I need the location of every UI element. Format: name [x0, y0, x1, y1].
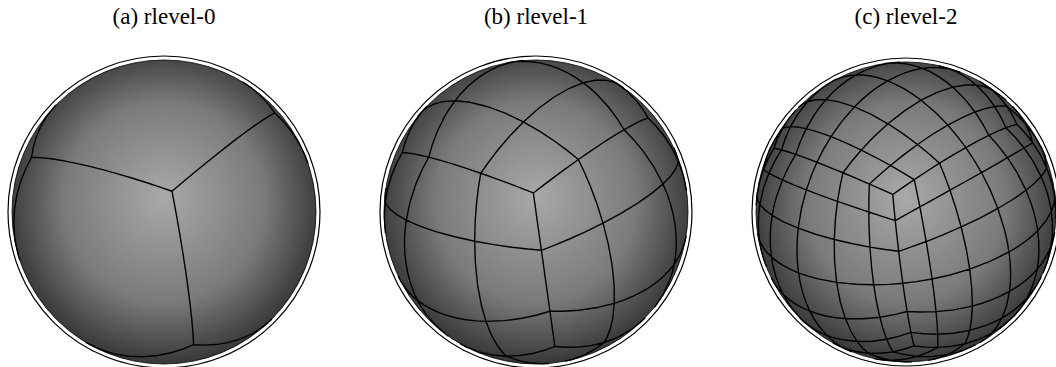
sphere-body: [384, 60, 688, 364]
sphere-outline: [8, 56, 320, 367]
sphere-body: [756, 62, 1056, 362]
sphere-body: [12, 60, 316, 364]
cubed-sphere: [8, 56, 320, 367]
sphere-outline: [752, 58, 1056, 366]
sphere-outline: [380, 56, 692, 367]
cubed-sphere: [380, 56, 692, 367]
mesh-lines: [14, 82, 308, 357]
mesh-lines: [756, 62, 1056, 362]
panel-label: (a) rlevel-0: [113, 4, 216, 30]
mesh-lines: [384, 61, 686, 364]
panel-label: (c) rlevel-2: [855, 4, 958, 30]
cubed-sphere: [752, 58, 1056, 366]
panel-label: (b) rlevel-1: [484, 4, 588, 30]
